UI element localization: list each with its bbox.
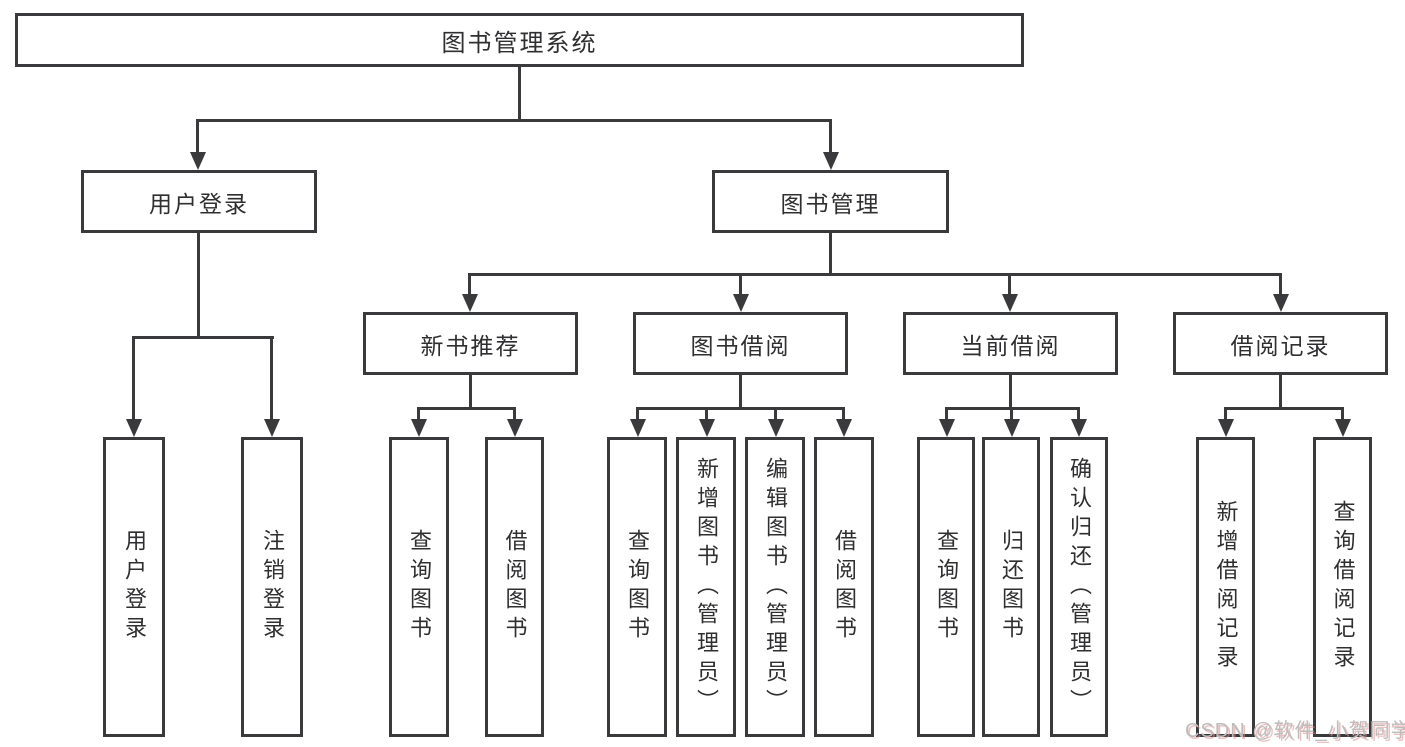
leaf-borrow-edit-book-admin: 编辑图书（管理员） [745,437,805,737]
arrow-down-icon [1002,294,1018,312]
connector-leaf [1224,407,1227,421]
arrow-down-icon [699,419,715,437]
connector-user-stem [197,233,200,338]
arrow-down-icon [190,152,206,170]
connector-bookmgmt-stem [829,233,832,276]
connector-to-new-book [468,273,471,296]
node-label: 新增图书（管理员） [694,456,719,718]
node-book-borrow: 图书借阅 [633,312,848,375]
connector-newbook-split [417,407,516,410]
arrow-down-icon [733,294,749,312]
connector-leaf [636,407,639,421]
node-label: 借阅图书 [502,529,528,645]
leaf-borrow-borrow-book: 借阅图书 [814,437,874,737]
node-label: 当前借阅 [960,332,1061,359]
node-label: 确认归还（管理员） [1067,456,1092,718]
connector-user-split [132,336,274,339]
arrow-down-icon [1273,294,1289,312]
leaf-current-return-book: 归还图书 [982,437,1040,737]
leaf-borrow-add-book-admin: 新增图书（管理员） [676,437,736,737]
connector-bookmgmt-split [469,273,1282,276]
arrow-down-icon [836,419,852,437]
connector-leaf [1341,407,1344,421]
arrow-down-icon [507,419,523,437]
node-label: 归还图书 [999,529,1024,645]
connector-root-stem [518,67,521,121]
node-book-management: 图书管理 [712,170,949,233]
node-label: 图书借阅 [690,332,791,359]
node-label: 图书管理 [780,190,881,217]
connector-leaf [1077,407,1080,421]
connector-to-current-borrow [1008,273,1011,296]
node-borrow-record: 借阅记录 [1173,312,1388,375]
node-label: 注销登录 [260,529,285,645]
connector-leaf [774,407,777,421]
arrow-down-icon [1004,419,1020,437]
node-label: 查询图书 [407,529,432,645]
node-label: 编辑图书（管理员） [763,456,788,718]
connector-leaf [1010,407,1013,421]
arrow-down-icon [462,294,478,312]
node-label: 查询图书 [625,529,650,645]
leaf-user-login: 用户登录 [103,437,165,737]
node-user-login: 用户登录 [81,170,317,233]
connector-root-split [196,119,832,122]
connector-borrowrecord-split [1224,407,1344,410]
arrow-down-icon [1071,419,1087,437]
arrow-down-icon [264,419,280,437]
node-label: 借阅记录 [1230,332,1331,359]
node-label: 图书管理系统 [441,29,598,57]
connector-to-book-borrow [739,273,742,296]
connector-to-user-login [196,119,199,154]
connector-to-borrow-record [1279,273,1282,296]
connector-leaf [705,407,708,421]
node-root-library-system: 图书管理系统 [15,13,1024,67]
connector-leaf [417,407,420,421]
node-label: 查询借阅记录 [1330,500,1356,674]
leaf-record-query-borrow-record: 查询借阅记录 [1313,437,1372,737]
connector-to-leaf-login [132,336,135,421]
arrow-down-icon [411,419,427,437]
leaf-newbook-borrow-book: 借阅图书 [485,437,544,737]
connector-leaf [513,407,516,421]
arrow-down-icon [1335,419,1351,437]
leaf-current-query-book: 查询图书 [917,437,975,737]
node-label: 借阅图书 [832,529,857,645]
node-label: 用户登录 [122,529,147,645]
connector-bookborrow-stem [739,375,742,409]
connector-leaf [842,407,845,421]
connector-borrowrecord-stem [1279,375,1282,409]
arrow-down-icon [630,419,646,437]
node-label: 新书推荐 [420,332,521,359]
leaf-current-confirm-return-admin: 确认归还（管理员） [1050,437,1108,737]
leaf-user-logout: 注销登录 [241,437,303,737]
csdn-watermark: CSDN @软件_小贺同学 [1185,720,1405,742]
node-new-book-recommend: 新书推荐 [363,312,578,375]
leaf-newbook-query-book: 查询图书 [389,437,449,737]
connector-leaf [945,407,948,421]
connector-currentborrow-stem [1009,375,1012,409]
arrow-down-icon [939,419,955,437]
connector-to-book-mgmt [829,119,832,154]
connector-bookborrow-split [636,407,844,410]
leaf-borrow-query-book: 查询图书 [607,437,667,737]
arrow-down-icon [1218,419,1234,437]
node-current-borrow: 当前借阅 [903,312,1118,375]
node-label: 查询图书 [934,529,959,645]
leaf-record-add-borrow-record: 新增借阅记录 [1196,437,1255,737]
arrow-down-icon [768,419,784,437]
node-label: 用户登录 [149,190,249,217]
arrow-down-icon [126,419,142,437]
arrow-down-icon [823,152,839,170]
connector-newbook-stem [469,375,472,409]
node-label: 新增借阅记录 [1213,500,1239,674]
connector-to-leaf-logout [270,336,273,421]
